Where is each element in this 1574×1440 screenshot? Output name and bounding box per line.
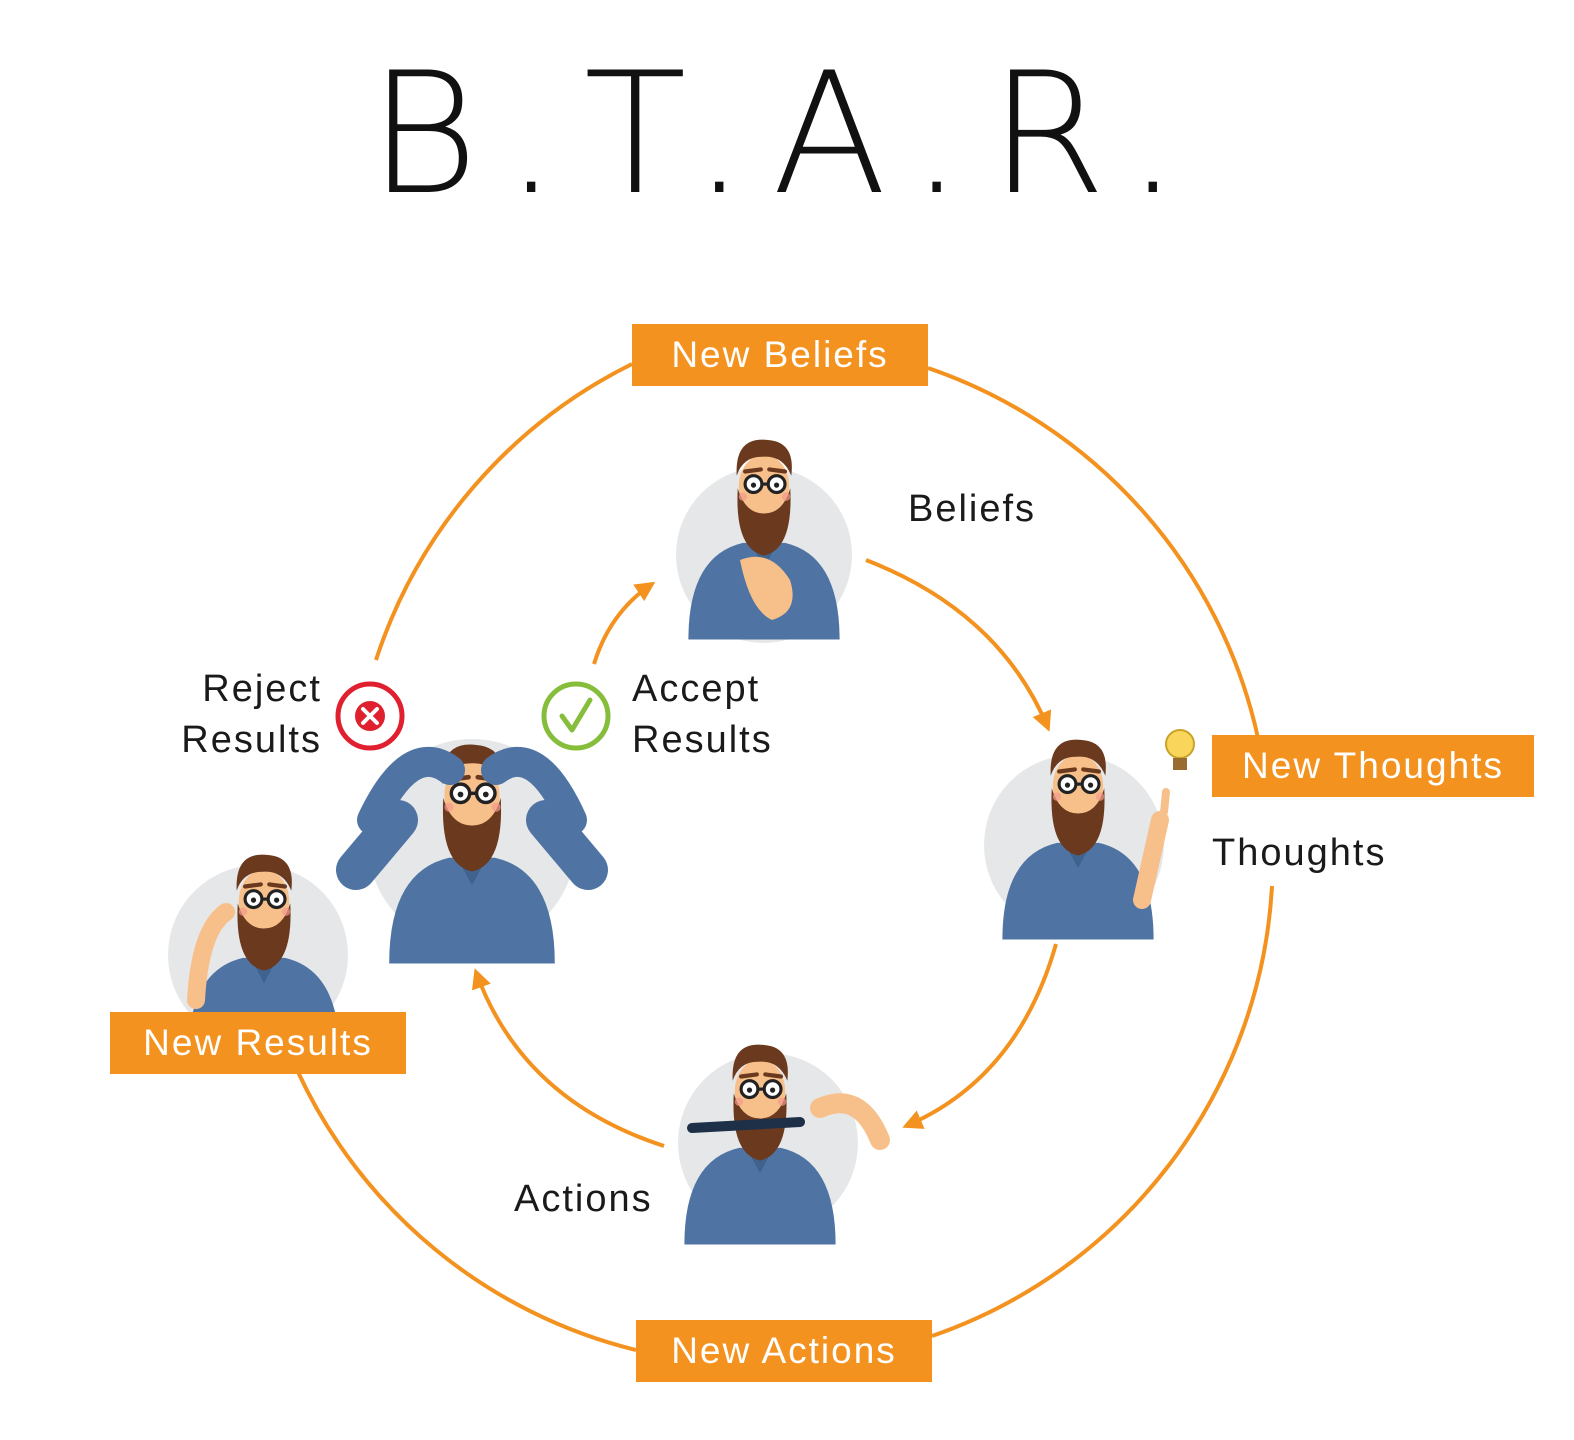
label-reject-results: Reject Results bbox=[150, 664, 322, 766]
box-new-beliefs: New Beliefs bbox=[632, 324, 928, 386]
check-circle-icon bbox=[541, 681, 611, 751]
outer-arc-results-to-beliefs bbox=[374, 362, 633, 661]
arrow-actions-to-results bbox=[472, 968, 665, 1148]
x-circle-icon bbox=[335, 681, 405, 751]
outer-arc-thoughts-to-actions bbox=[931, 885, 1274, 1338]
label-thoughts: Thoughts bbox=[1212, 832, 1387, 874]
inner-cycle-arrows bbox=[472, 558, 1058, 1148]
page-title: B.T.A.R. bbox=[368, 36, 1206, 232]
box-new-thoughts: New Thoughts bbox=[1212, 735, 1534, 797]
box-new-results: New Results bbox=[110, 1012, 406, 1074]
reject-line-2: Results bbox=[181, 719, 322, 761]
accept-line-2: Results bbox=[632, 719, 773, 761]
accept-line-1: Accept bbox=[632, 668, 761, 710]
avatar-actions bbox=[678, 1045, 890, 1245]
arrow-accept-to-beliefs bbox=[592, 581, 656, 665]
avatar-thoughts bbox=[984, 740, 1170, 940]
label-actions: Actions bbox=[514, 1178, 653, 1220]
light-bulb-icon bbox=[1165, 729, 1195, 770]
avatar-beliefs bbox=[676, 440, 852, 643]
outer-arc-beliefs-to-thoughts bbox=[927, 366, 1260, 739]
arrow-thoughts-to-actions bbox=[902, 943, 1058, 1129]
reject-line-1: Reject bbox=[202, 668, 322, 710]
box-new-actions: New Actions bbox=[636, 1320, 932, 1382]
avatar-results-stressed bbox=[336, 739, 608, 964]
outer-cycle-arrows bbox=[296, 362, 1274, 1352]
label-accept-results: Accept Results bbox=[632, 664, 773, 766]
label-beliefs: Beliefs bbox=[908, 488, 1037, 530]
arrow-beliefs-to-thoughts bbox=[865, 558, 1052, 732]
avatar-new-results bbox=[168, 855, 348, 1055]
outer-arc-actions-to-results bbox=[296, 1071, 637, 1352]
